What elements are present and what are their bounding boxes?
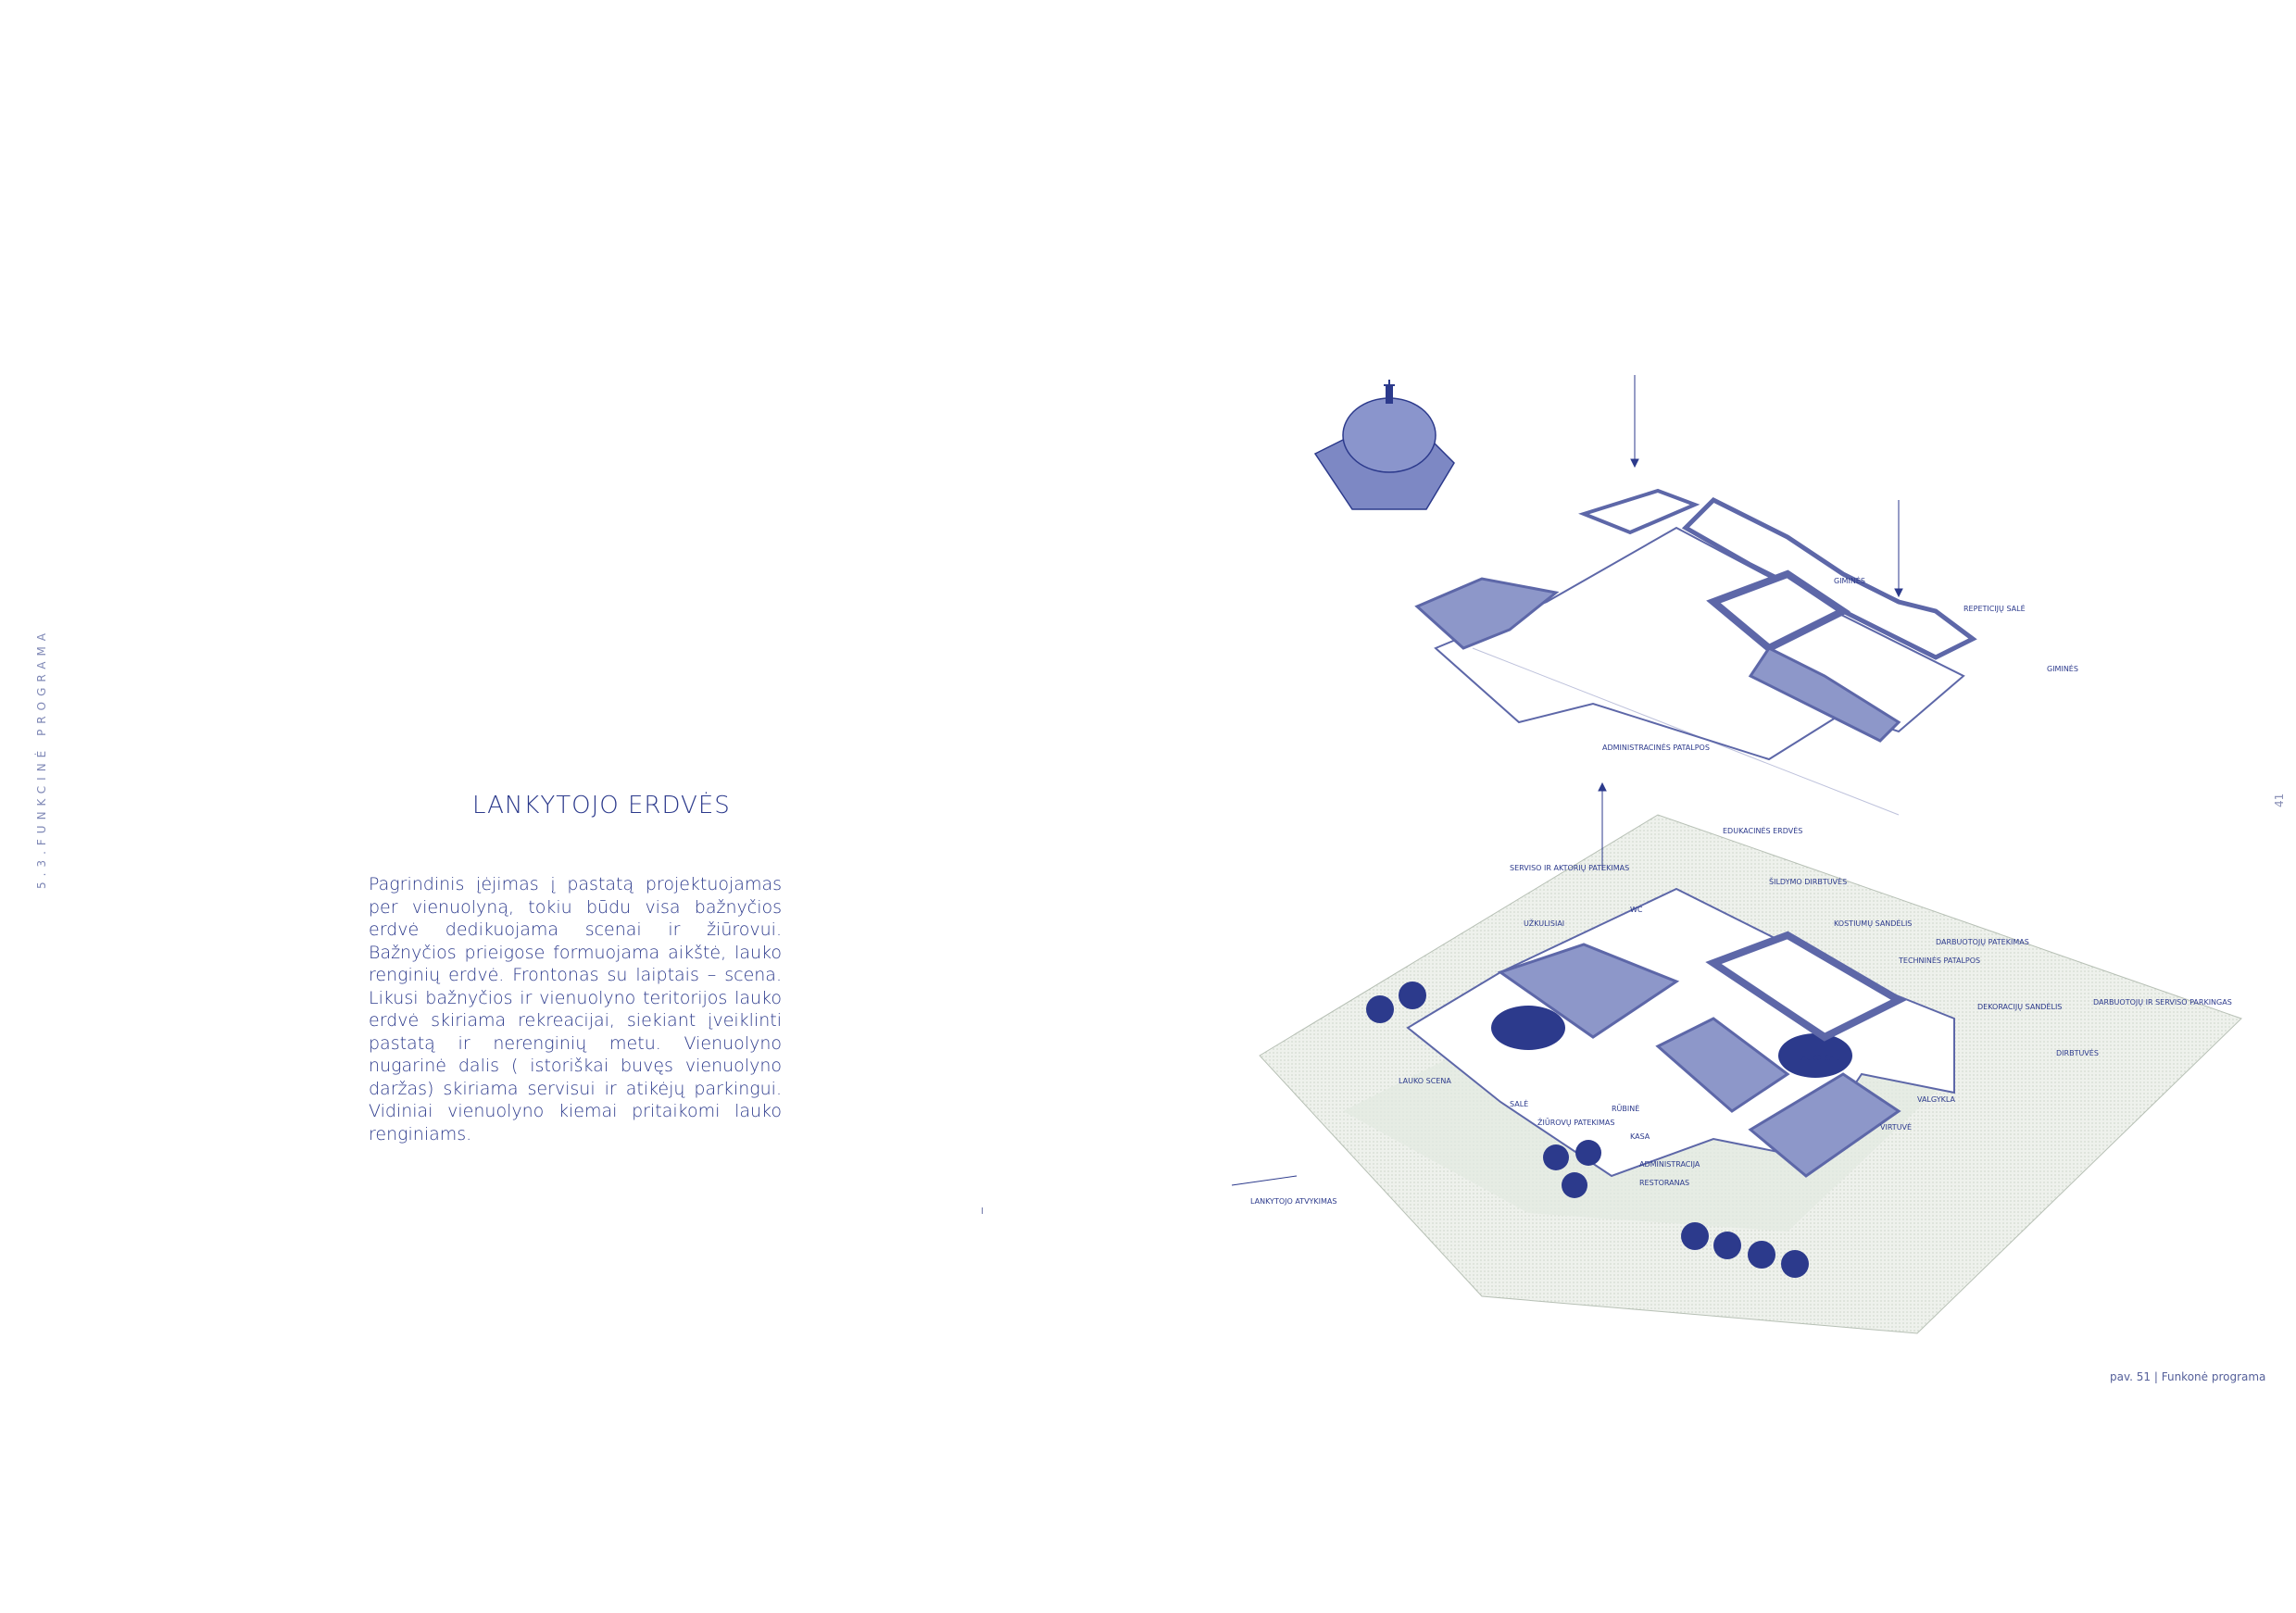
label-administracines: ADMINISTRACINĖS PATALPOS (1602, 743, 1710, 752)
section-side-label: 5.3.FUNKCINĖ PROGRAMA (35, 627, 48, 889)
label-valgykla: VALGYKLA (1917, 1095, 1955, 1104)
church-dome (1313, 380, 1455, 510)
page-number: 41 (2273, 793, 2286, 807)
label-kostiumu: KOSTIUMŲ SANDĖLIS (1834, 919, 1912, 928)
label-giminenes-2: GIMINĖS (2047, 664, 2078, 673)
label-darbuotoju: DARBUOTOJŲ PATEKIMAS (1936, 938, 2029, 946)
label-edukacines: EDUKACINĖS ERDVĖS (1723, 826, 1802, 835)
page-mark: I (981, 1207, 984, 1217)
axonometric-diagram: GIMINĖS REPETICIJŲ SALĖ GIMINĖS ADMINIST… (1231, 375, 2242, 1334)
label-kasa: KASA (1630, 1132, 1650, 1141)
label-dirbtuves: DIRBTUVĖS (2056, 1048, 2099, 1057)
label-lauko-scena: LAUKO SCENA (1399, 1077, 1451, 1085)
section-title: LANKYTOJO ERDVĖS (472, 792, 731, 819)
label-parking: DARBUOTOJŲ IR SERVISO PARKINGAS (2093, 998, 2232, 1007)
label-administracija: ADMINISTRACIJA (1639, 1160, 1700, 1169)
label-wc: WC (1630, 906, 1643, 914)
lower-floor-plan (1406, 887, 1955, 1178)
label-restoranas: RESTORANAS (1639, 1179, 1689, 1187)
flow-arrows (1231, 375, 1903, 1186)
label-rubine: RŪBINĖ (1612, 1104, 1639, 1113)
upper-floor-plan (1414, 488, 1977, 816)
label-giminenes-1: GIMINĖS (1834, 576, 1865, 585)
label-repeticiju: REPETICIJŲ SALĖ (1964, 604, 2026, 613)
label-virtuve: VIRTUVĖ (1880, 1122, 1912, 1132)
label-servisui: SERVISO IR AKTORIŲ PATEKIMAS (1510, 864, 1629, 872)
label-sildymo: ŠILDYMO DIRBTUVĖS (1769, 876, 1847, 886)
trees (1366, 982, 1809, 1278)
body-paragraph: Pagrindinis įėjimas į pastatą projektuoj… (369, 874, 782, 1144)
label-dekoraciju: DEKORACIJŲ SANDĖLIS (1977, 1002, 2062, 1011)
label-technines: TECHNINĖS PATALPOS (1898, 956, 1980, 965)
label-lankytojo: LANKYTOJO ATVYKIMAS (1250, 1197, 1336, 1206)
label-lauko-sale: LAUKO SALĖ (1797, 1053, 1843, 1062)
label-sale: SALĖ (1510, 1099, 1528, 1108)
figure-caption: pav. 51 | Funkonė programa (2110, 1370, 2266, 1383)
label-ziurovu: ŽIŪROVŲ PATEKIMAS (1537, 1117, 1614, 1127)
label-uzkulisiai: UŽKULISIAI (1524, 918, 1564, 928)
